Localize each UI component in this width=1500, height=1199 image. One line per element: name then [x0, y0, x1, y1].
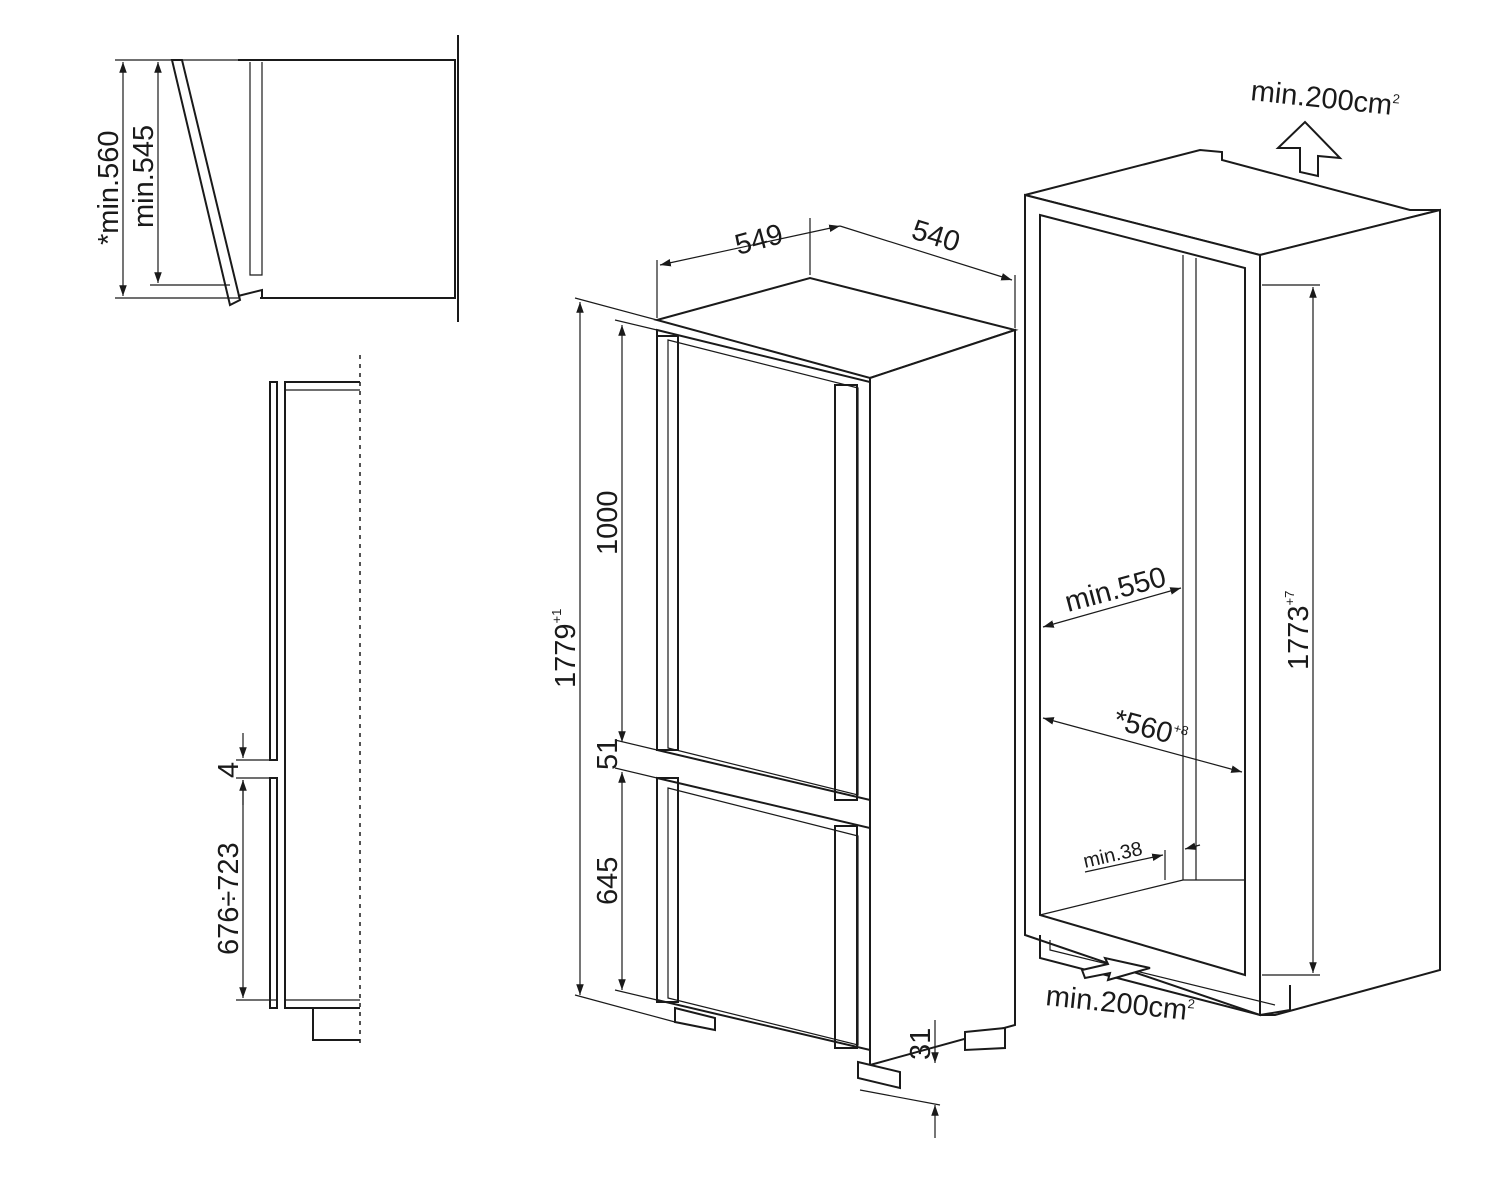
vent-top-value: min.200cm	[1249, 75, 1393, 122]
niche-height-value: 1773	[1283, 605, 1315, 670]
vent-bottom-sup: 2	[1187, 996, 1196, 1012]
dim-gap-4: 4	[213, 762, 245, 778]
vent-top-label: min.200cm2	[1249, 75, 1401, 122]
niche-height-tolerance: +7	[1282, 591, 1297, 606]
dim-min-545: min.545	[128, 125, 160, 228]
vent-top-sup: 2	[1392, 91, 1401, 107]
appliance-drawing: 549 540 1779+1 1000 51 645 31	[549, 214, 1019, 1138]
door-section: 4 676÷723	[213, 355, 361, 1045]
side-view-section: *min.560 min.545	[93, 35, 459, 322]
dim-lower-door-645: 645	[592, 857, 624, 905]
vent-bottom-label: min.200cm2	[1044, 980, 1196, 1027]
height-value: 1779	[550, 623, 582, 688]
niche-drawing: 1773+7 min.550 *560+8 min.38 min.200cm2 …	[1024, 75, 1441, 1027]
dim-upper-door-1000: 1000	[592, 490, 624, 555]
dim-feet-31: 31	[905, 1028, 937, 1060]
vent-bottom-value: min.200cm	[1044, 980, 1188, 1027]
dim-door-range: 676÷723	[213, 842, 245, 955]
vent-arrow-up-icon	[1275, 120, 1343, 178]
niche-width-tolerance: +8	[1172, 720, 1190, 738]
height-tolerance: +1	[549, 609, 564, 624]
dim-door-gap-51: 51	[592, 738, 624, 770]
dim-niche-height-1773: 1773+7	[1282, 591, 1315, 670]
vent-arrow-in-icon	[1080, 956, 1151, 982]
dim-depth-549: 549	[732, 218, 787, 261]
dim-width-540: 540	[908, 214, 964, 259]
dim-min-560: *min.560	[93, 131, 125, 245]
dim-height-1779: 1779+1	[549, 609, 582, 688]
